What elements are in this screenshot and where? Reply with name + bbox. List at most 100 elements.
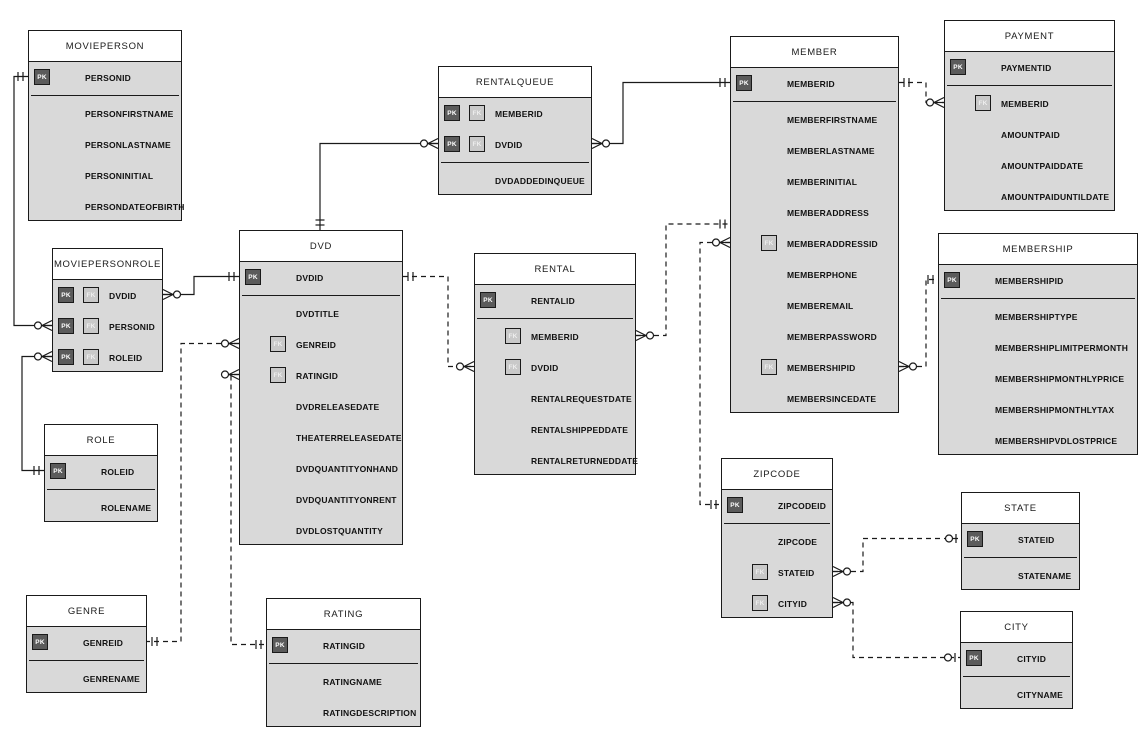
attribute-row: MEMBERSHIPLIMITPERMONTH — [939, 332, 1137, 363]
attribute-name: DVDTITLE — [296, 308, 340, 319]
attribute-row: DVDTITLE — [240, 298, 402, 329]
attribute-name: MEMBERINITIAL — [787, 176, 858, 187]
attribute-name: DVDID — [296, 272, 324, 283]
attribute-name: CITYNAME — [1017, 689, 1063, 700]
attribute-row: PERSONINITIAL — [29, 160, 181, 191]
pk-separator — [441, 162, 589, 163]
attribute-row: STATENAME — [962, 560, 1079, 591]
attribute-name: RENTALSHIPPEDDATE — [531, 424, 629, 435]
attribute-name: ZIPCODEID — [778, 500, 827, 511]
relationship-zipcode-cityid--city-cityid — [832, 596, 960, 662]
attribute-name: THEATERRELEASEDATE — [296, 432, 402, 443]
pk-badge: PK — [245, 269, 261, 285]
entity-title: RENTALQUEUE — [439, 67, 591, 98]
entity-title: CITY — [961, 612, 1072, 643]
attribute-row: DVDADDEDINQUEUE — [439, 165, 591, 196]
attribute-name: RENTALRETURNEDDATE — [531, 455, 639, 466]
fk-badge: FK — [975, 95, 991, 111]
attribute-row: MEMBERINITIAL — [731, 166, 898, 197]
attribute-row: RENTALREQUESTDATE — [475, 383, 635, 414]
attribute-name: MEMBERSHIPID — [787, 362, 856, 373]
pk-separator — [964, 557, 1077, 558]
attribute-row: AMOUNTPAIDDATE — [945, 150, 1114, 181]
relationship-moviepersonrole-roleid--role-roleid — [21, 350, 53, 475]
attribute-row: DVDQUANTITYONRENT — [240, 484, 402, 515]
attribute-name: DVDADDEDINQUEUE — [495, 175, 585, 186]
relationship-rentalqueue-dvdid--dvd-dvdid — [315, 137, 439, 230]
attribute-name: PERSONDATEOFBIRTH — [85, 201, 185, 212]
relationship-rentalqueue-memberid--member-memberid — [591, 78, 730, 150]
attribute-name: STATEID — [1018, 534, 1055, 545]
attribute-row: MEMBERSHIPTYPE — [939, 301, 1137, 332]
entity-title: MOVIEPERSONROLE — [53, 249, 162, 280]
entity-title: PAYMENT — [945, 21, 1114, 52]
attribute-name: MEMBEREMAIL — [787, 300, 854, 311]
pk-badge: PK — [32, 634, 48, 650]
attribute-name: DVDID — [109, 290, 137, 301]
entity-title: MOVIEPERSON — [29, 31, 181, 62]
fk-badge: FK — [469, 105, 485, 121]
attribute-name: PERSONID — [109, 321, 155, 332]
fk-badge: FK — [752, 564, 768, 580]
attribute-name: MEMBERPASSWORD — [787, 331, 878, 342]
attribute-row: DVDRELEASEDATE — [240, 391, 402, 422]
attribute-name: DVDLOSTQUANTITY — [296, 525, 384, 536]
attribute-name: MEMBERLASTNAME — [787, 145, 875, 156]
attribute-name: MEMBERSHIPLIMITPERMONTH — [995, 342, 1129, 353]
pk-separator — [941, 298, 1135, 299]
relationship-member-membershipid--membership-membershipid — [898, 275, 938, 373]
attribute-row: CITYNAME — [961, 679, 1072, 710]
pk-badge: PK — [272, 637, 288, 653]
attribute-row: RENTALRETURNEDDATE — [475, 445, 639, 476]
attribute-name: MEMBERID — [787, 78, 835, 89]
pk-separator — [947, 85, 1112, 86]
entity-title: GENRE — [27, 596, 146, 627]
attribute-name: AMOUNTPAIDDATE — [1001, 160, 1084, 171]
attribute-name: RATINGNAME — [323, 676, 382, 687]
attribute-name: MEMBERID — [531, 331, 579, 342]
pk-badge: PK — [736, 75, 752, 91]
attribute-row: MEMBERPASSWORD — [731, 321, 898, 352]
attribute-row: PERSONLASTNAME — [29, 129, 181, 160]
attribute-row: MEMBERLASTNAME — [731, 135, 898, 166]
fk-badge: FK — [83, 318, 99, 334]
pk-separator — [31, 95, 179, 96]
attribute-row: PERSONFIRSTNAME — [29, 98, 181, 129]
pk-separator — [47, 489, 155, 490]
relationship-dvd-genreid--genre-genreid — [147, 337, 240, 646]
attribute-name: DVDQUANTITYONHAND — [296, 463, 399, 474]
attribute-row: PK MEMBERID — [731, 68, 898, 99]
attribute-name: MEMBERSHIPMONTHLYTAX — [995, 404, 1115, 415]
attribute-name: AMOUNTPAID — [1001, 129, 1060, 140]
attribute-name: CITYID — [778, 598, 808, 609]
fk-badge: FK — [761, 359, 777, 375]
relationship-member-memberid--payment-memberid — [899, 78, 945, 109]
attribute-row: PK FK PERSONID — [53, 311, 162, 342]
pk-badge: PK — [58, 318, 74, 334]
attribute-row: ROLENAME — [45, 492, 157, 523]
pk-separator — [963, 676, 1070, 677]
relationship-moviepersonrole-dvdid--dvd-dvdid — [162, 272, 239, 301]
attribute-name: ROLEID — [101, 466, 135, 477]
attribute-row: DVDLOSTQUANTITY — [240, 515, 402, 546]
attribute-name: DVDQUANTITYONRENT — [296, 494, 397, 505]
attribute-row: MEMBERSHIPMONTHLYTAX — [939, 394, 1137, 425]
fk-badge: FK — [505, 328, 521, 344]
